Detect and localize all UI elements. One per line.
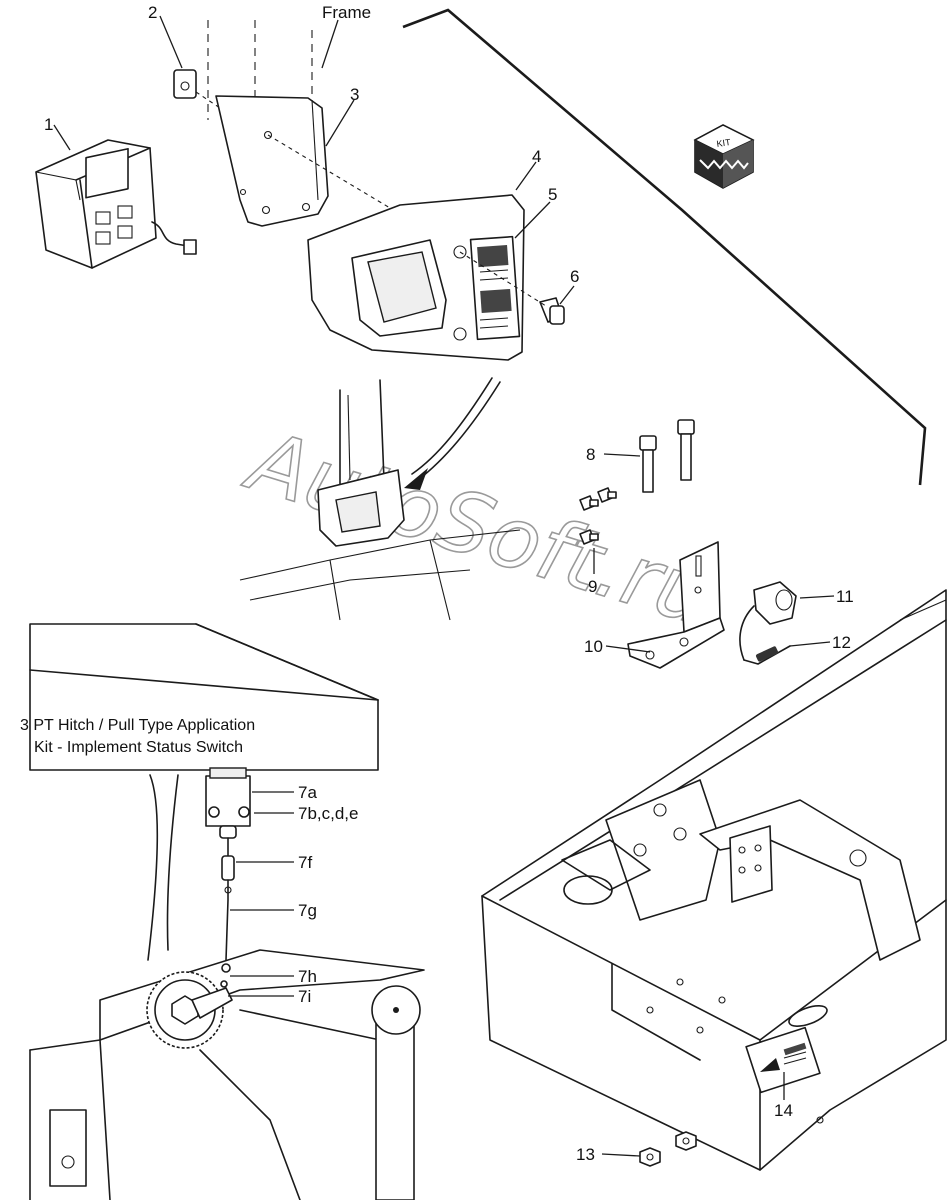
callout-7i: 7i — [298, 987, 311, 1006]
part-5-decal — [469, 235, 521, 341]
kit-badge-icon: KIT — [693, 124, 755, 189]
part-7-switch-chain — [205, 767, 251, 988]
part-6-bolt — [539, 297, 565, 325]
part-10-bracket — [627, 541, 725, 669]
callout-13: 13 — [576, 1145, 595, 1164]
hitch-gear — [146, 971, 233, 1049]
callout-7b: 7b,c,d,e — [298, 804, 359, 823]
callout-9: 9 — [588, 577, 597, 596]
part-1-monitor — [35, 139, 197, 269]
callout-2: 2 — [148, 3, 157, 22]
callout-1: 1 — [44, 115, 53, 134]
kit-badge-label: KIT — [716, 137, 732, 149]
callout-3: 3 — [350, 85, 359, 104]
frame-post — [207, 19, 339, 120]
part-12-cable — [743, 645, 791, 665]
part-13-nuts — [639, 1131, 697, 1167]
callout-7a: 7a — [298, 783, 317, 802]
callout-4: 4 — [532, 147, 541, 166]
part-4-plate — [307, 194, 525, 361]
installed-view — [239, 379, 521, 621]
part-11-switch — [739, 581, 797, 661]
install-arrow — [404, 377, 501, 490]
part-2-clip — [173, 69, 197, 99]
callout-14: 14 — [774, 1101, 793, 1120]
callout-5: 5 — [548, 185, 557, 204]
callout-12: 12 — [832, 633, 851, 652]
kit-divider-line — [402, 8, 927, 486]
hitch-assembly — [29, 623, 425, 1200]
frame-label: Frame — [322, 3, 371, 22]
callout-7f: 7f — [298, 853, 312, 872]
caption-line-2: Kit - Implement Status Switch — [34, 739, 243, 756]
caption-line-1: 3 PT Hitch / Pull Type Application — [20, 717, 255, 734]
part-3-bracket — [215, 95, 329, 227]
tractor-frame — [481, 589, 947, 1171]
callout-11: 11 — [836, 587, 854, 606]
callout-7g: 7g — [298, 901, 317, 920]
callout-6: 6 — [570, 267, 579, 286]
callout-10: 10 — [584, 637, 603, 656]
callout-8: 8 — [586, 445, 595, 464]
part-9-screws — [579, 487, 617, 545]
part-8-bolts — [639, 419, 695, 493]
callout-7h: 7h — [298, 967, 317, 986]
part-14-decal — [745, 1026, 821, 1094]
